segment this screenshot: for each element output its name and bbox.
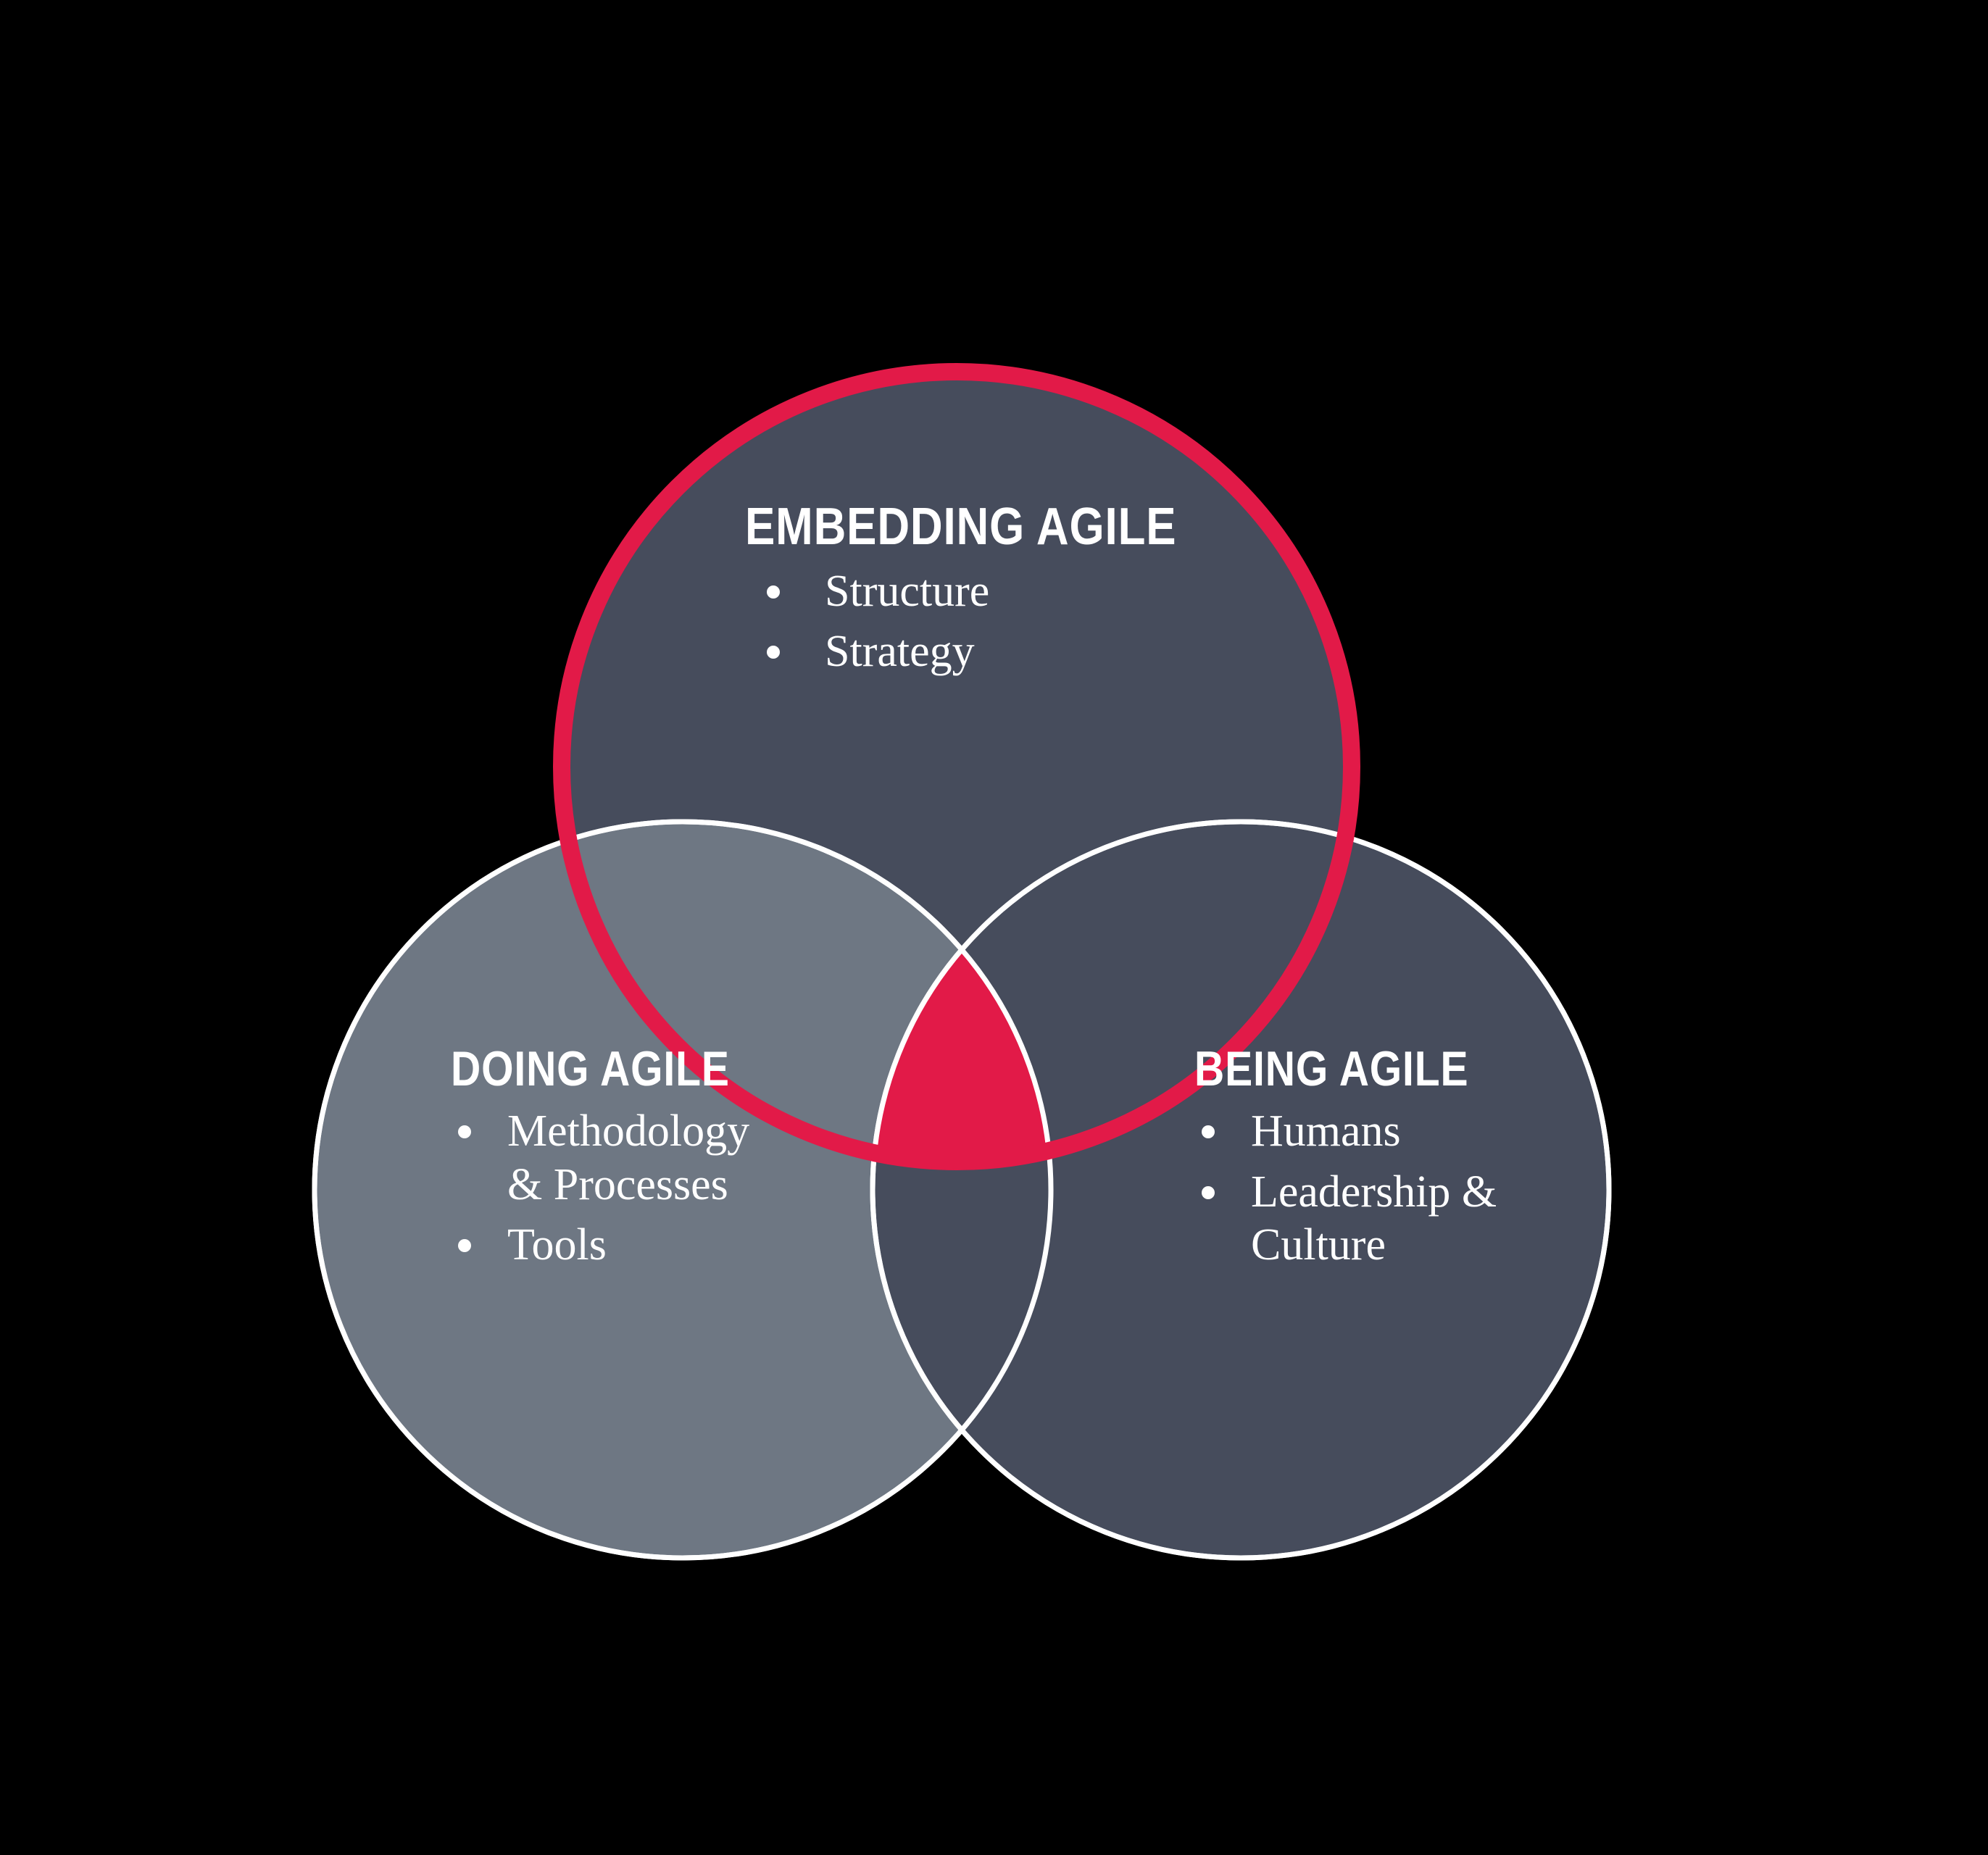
circle-doing-outline [312, 819, 1054, 1561]
circle-being-outline [870, 819, 1612, 1561]
circle-being [870, 819, 1612, 1561]
circle-embedding-ring [553, 363, 1360, 1170]
